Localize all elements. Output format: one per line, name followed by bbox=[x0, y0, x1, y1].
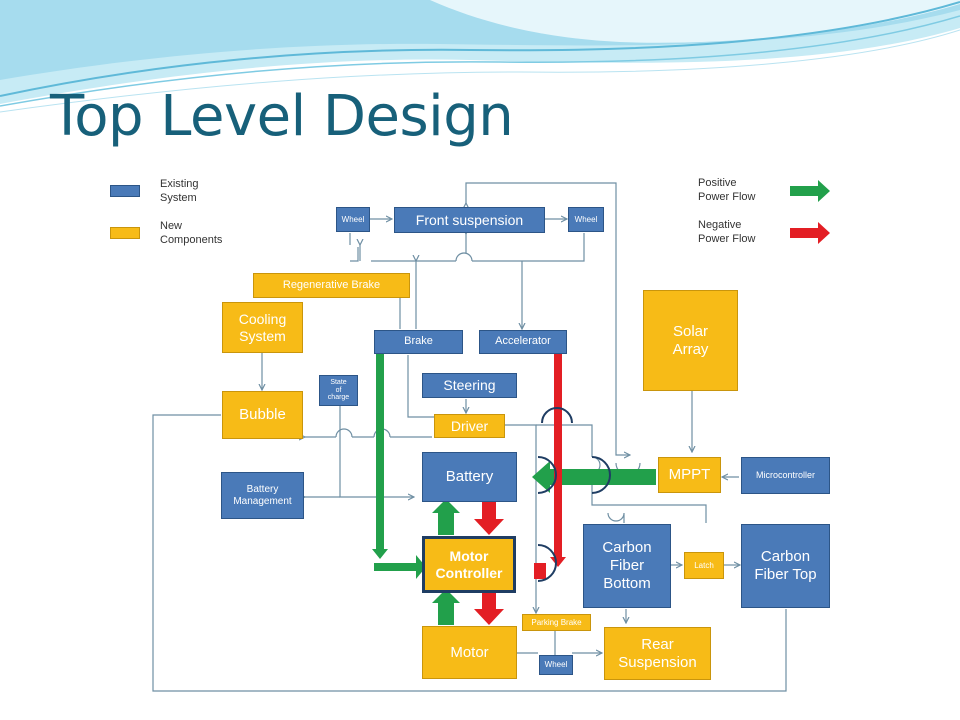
microcontroller-block[interactable]: Microcontroller bbox=[741, 457, 830, 494]
latch-block[interactable]: Latch bbox=[684, 552, 724, 579]
wheel-bottom-block[interactable]: Wheel bbox=[539, 655, 573, 675]
cooling-system-block[interactable]: Cooling System bbox=[222, 302, 303, 353]
bubble-block[interactable]: Bubble bbox=[222, 391, 303, 439]
motor-controller-block[interactable]: Motor Controller bbox=[422, 536, 516, 593]
battery-block[interactable]: Battery bbox=[422, 452, 517, 502]
legend-existing-label: Existing System bbox=[160, 178, 199, 204]
legend-new-label: New Components bbox=[160, 220, 223, 246]
legend-negative-arrow bbox=[790, 222, 830, 244]
battery-management-block[interactable]: Battery Management bbox=[221, 472, 304, 519]
slide-title: Top Level Design bbox=[50, 84, 514, 149]
driver-block[interactable]: Driver bbox=[434, 414, 505, 438]
motor-block[interactable]: Motor bbox=[422, 626, 517, 679]
brake-block[interactable]: Brake bbox=[374, 330, 463, 354]
solar-array-block[interactable]: Solar Array bbox=[643, 290, 738, 391]
legend-positive-label: Positive Power Flow bbox=[698, 177, 756, 203]
negative-power-flow-arrows bbox=[474, 353, 566, 625]
carbon-fiber-top-block[interactable]: Carbon Fiber Top bbox=[741, 524, 830, 608]
mppt-block[interactable]: MPPT bbox=[658, 457, 721, 493]
header-wave-decoration bbox=[0, 0, 960, 113]
positive-power-flow-arrows bbox=[372, 352, 656, 625]
legend-negative-label: Negative Power Flow bbox=[698, 219, 756, 245]
legend-existing-swatch bbox=[110, 185, 140, 197]
diagram-panel: Existing System New Components Positive … bbox=[96, 167, 848, 695]
connection-lines bbox=[152, 180, 830, 692]
parking-brake-block[interactable]: Parking Brake bbox=[522, 614, 591, 631]
rear-suspension-block[interactable]: Rear Suspension bbox=[604, 627, 711, 680]
carbon-fiber-bottom-block[interactable]: Carbon Fiber Bottom bbox=[583, 524, 671, 608]
wheel-left-block[interactable]: Wheel bbox=[336, 207, 370, 232]
legend-new-swatch bbox=[110, 227, 140, 239]
steering-block[interactable]: Steering bbox=[422, 373, 517, 398]
wheel-right-block[interactable]: Wheel bbox=[568, 207, 604, 232]
legend-positive-arrow bbox=[790, 180, 830, 202]
front-suspension-block[interactable]: Front suspension bbox=[394, 207, 545, 233]
accelerator-block[interactable]: Accelerator bbox=[479, 330, 567, 354]
regenerative-brake-block[interactable]: Regenerative Brake bbox=[253, 273, 410, 298]
state-of-charge-block[interactable]: State of charge bbox=[319, 375, 358, 406]
